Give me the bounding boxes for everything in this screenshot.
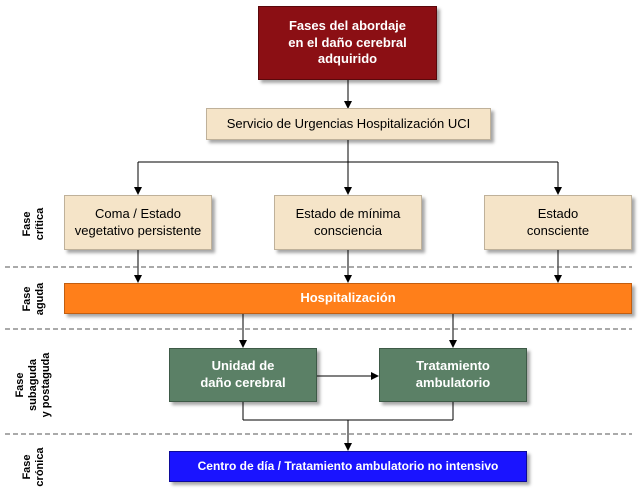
phase-label-critica: Fase crítica	[21, 207, 47, 241]
phase-label-subaguda: Fase subaguda y postaguda	[14, 352, 53, 418]
urgencias-box: Servicio de Urgencias Hospitalización UC…	[206, 108, 491, 140]
critical-box-coma: Coma / Estado vegetativo persistente	[64, 195, 212, 250]
centro-dia-box: Centro de día / Tratamiento ambulatorio …	[169, 451, 527, 482]
unidad-box: Unidad de daño cerebral	[169, 348, 317, 402]
phase-label-aguda: Fase aguda	[21, 282, 47, 316]
critical-box-consciente: Estado consciente	[484, 195, 632, 250]
critical-box-minima: Estado de mínima consciencia	[274, 195, 422, 250]
hospitalizacion-box: Hospitalización	[64, 283, 632, 314]
tratamiento-box: Tratamiento ambulatorio	[379, 348, 527, 402]
phase-label-cronica: Fase crónica	[21, 447, 47, 487]
title-box: Fases del abordaje en el daño cerebral a…	[258, 6, 437, 80]
